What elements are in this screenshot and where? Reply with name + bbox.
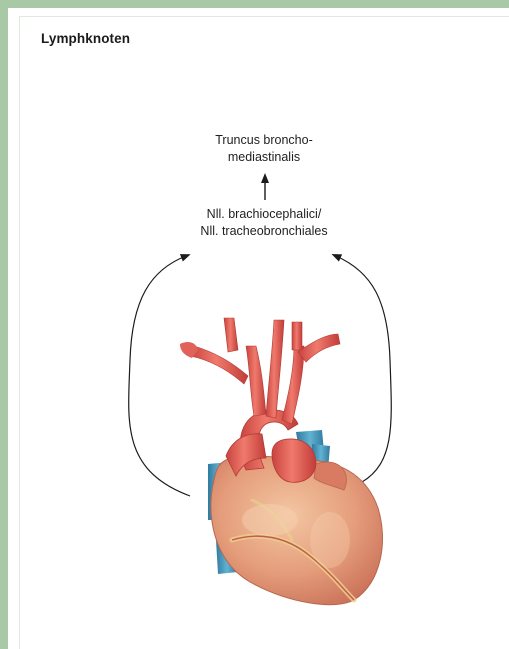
curved-arrow-right-icon (336, 256, 391, 482)
curved-arrow-left-icon (129, 256, 190, 496)
heart-illustration (180, 318, 383, 605)
